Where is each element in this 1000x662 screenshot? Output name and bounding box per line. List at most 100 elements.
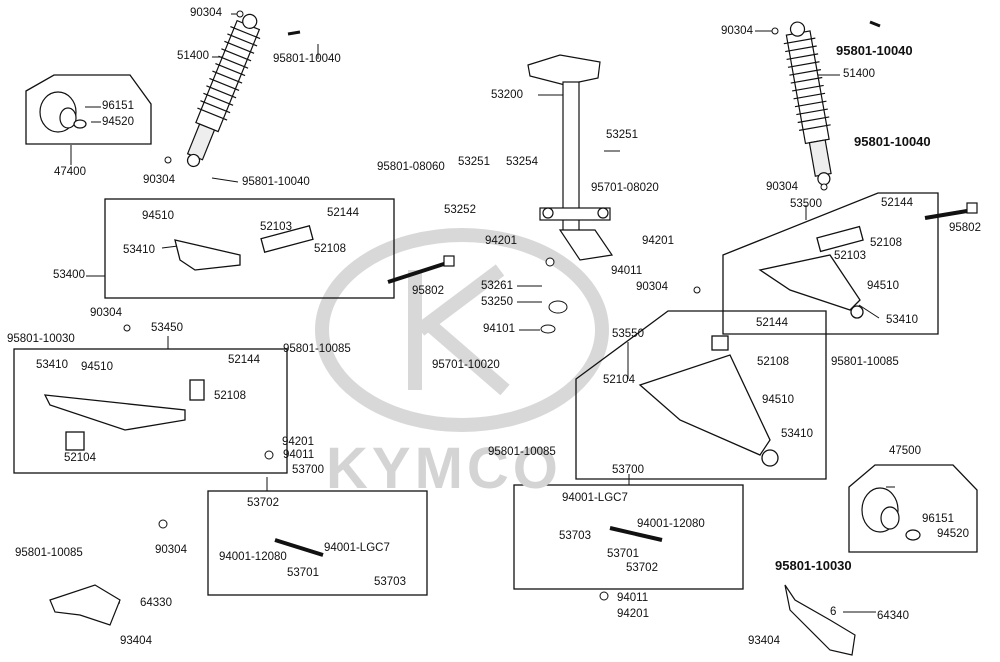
label-53400: 53400 (53, 269, 85, 281)
label-53410: 53410 (886, 314, 918, 326)
label-52144: 52144 (756, 317, 788, 329)
label-90304: 90304 (143, 174, 175, 186)
label-93404: 93404 (120, 635, 152, 647)
label-94520: 94520 (937, 528, 969, 540)
a-arm-53500 (758, 225, 864, 319)
label-53500: 53500 (790, 198, 822, 210)
long-bolts (287, 20, 978, 284)
label-52108: 52108 (214, 390, 246, 402)
label-47500: 47500 (889, 445, 921, 457)
box-53500 (722, 192, 939, 335)
label-53701: 53701 (287, 567, 319, 579)
label-90304: 90304 (190, 7, 222, 19)
box-53700-left (207, 490, 428, 596)
label-53251: 53251 (606, 129, 638, 141)
label-90304: 90304 (721, 25, 753, 37)
leader-lines (70, 13, 895, 613)
label-95801-08060: 95801-08060 (377, 161, 445, 173)
label-53410: 53410 (781, 428, 813, 440)
box-53400 (104, 198, 395, 299)
label-95801-10040: 95801-10040 (242, 176, 310, 188)
label-52108: 52108 (314, 243, 346, 255)
label-53702: 53702 (626, 562, 658, 574)
label-90304: 90304 (636, 281, 668, 293)
label-95801-10085: 95801-10085 (283, 343, 351, 355)
label-96151: 96151 (922, 513, 954, 525)
label-93404: 93404 (748, 635, 780, 647)
label-53701: 53701 (607, 548, 639, 560)
label-53261: 53261 (481, 280, 513, 292)
label-94001-12080: 94001-12080 (637, 518, 705, 530)
label-51400: 51400 (177, 50, 209, 62)
label-53252: 53252 (444, 204, 476, 216)
label-95802: 95802 (412, 285, 444, 297)
box-47400 (25, 74, 152, 145)
label-96151: 96151 (102, 100, 134, 112)
label-95801-10085: 95801-10085 (15, 547, 83, 559)
label-94201: 94201 (617, 608, 649, 620)
box-53550 (575, 310, 827, 480)
label-52103: 52103 (260, 221, 292, 233)
label-94201: 94201 (485, 235, 517, 247)
label-53251: 53251 (458, 156, 490, 168)
label-51400: 51400 (843, 68, 875, 80)
label-95701-08020: 95701-08020 (591, 182, 659, 194)
small-fasteners (123, 10, 828, 601)
label-95801-10040: 95801-10040 (836, 43, 913, 58)
label-94101: 94101 (483, 323, 515, 335)
label-53702: 53702 (247, 497, 279, 509)
label-95701-10020: 95701-10020 (432, 359, 500, 371)
label-94510: 94510 (762, 394, 794, 406)
kymco-logo-watermark (315, 228, 609, 432)
label-90304: 90304 (155, 544, 187, 556)
label-94011: 94011 (611, 265, 643, 277)
label-52104: 52104 (603, 374, 635, 386)
label-90304: 90304 (90, 307, 122, 319)
label-94510: 94510 (142, 210, 174, 222)
label-52144: 52144 (881, 197, 913, 209)
label-52103: 52103 (834, 250, 866, 262)
label-6: 6 (830, 606, 837, 618)
knuckle-47400 (39, 91, 87, 133)
label-94001-lgc7: 94001-LGC7 (324, 542, 390, 554)
label-94520: 94520 (102, 116, 134, 128)
box-47500 (848, 464, 978, 553)
label-53700: 53700 (292, 464, 324, 476)
label-52104: 52104 (64, 452, 96, 464)
label-95802: 95802 (949, 222, 981, 234)
label-94201: 94201 (282, 436, 314, 448)
label-53703: 53703 (374, 576, 406, 588)
steering-shaft-53200 (527, 54, 614, 261)
label-95801-10085: 95801-10085 (488, 446, 556, 458)
label-53410: 53410 (123, 244, 155, 256)
label-53550: 53550 (612, 328, 644, 340)
label-53250: 53250 (481, 296, 513, 308)
a-arm-53400 (174, 224, 314, 271)
label-53703: 53703 (559, 530, 591, 542)
kymco-watermark: KYMCO (326, 436, 562, 501)
label-52144: 52144 (327, 207, 359, 219)
tie-rods (274, 526, 663, 557)
label-53254: 53254 (506, 156, 538, 168)
label-53450: 53450 (151, 322, 183, 334)
box-53450 (13, 348, 288, 474)
label-52108: 52108 (757, 356, 789, 368)
label-53200: 53200 (491, 89, 523, 101)
label-94510: 94510 (867, 280, 899, 292)
label-53410: 53410 (36, 359, 68, 371)
label-95801-10040: 95801-10040 (854, 134, 931, 149)
label-52144: 52144 (228, 354, 260, 366)
label-95801-10030: 95801-10030 (775, 558, 852, 573)
label-95801-10030: 95801-10030 (7, 333, 75, 345)
a-arm-53450 (43, 379, 205, 451)
a-arm-53550 (638, 335, 779, 467)
label-64340: 64340 (877, 610, 909, 622)
shock-absorber-right (783, 21, 832, 186)
label-95801-10085: 95801-10085 (831, 356, 899, 368)
shock-absorber-left (186, 13, 261, 168)
label-94001-lgc7: 94001-LGC7 (562, 492, 628, 504)
label-64330: 64330 (140, 597, 172, 609)
label-94001-12080: 94001-12080 (219, 551, 287, 563)
